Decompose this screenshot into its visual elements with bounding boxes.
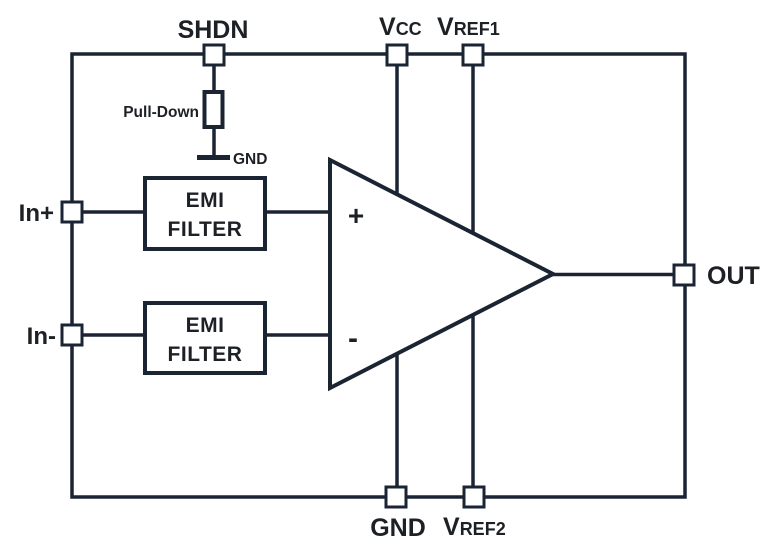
emi-filter-box-bottom [143,301,267,375]
opamp-inverting-input-label: - [348,322,358,355]
vref2-pin [462,485,486,509]
vref1-pin [461,43,485,67]
vcc-label: VCC [379,13,422,41]
out-label: OUT [707,262,760,290]
emi-filter-bottom-line1: EMI [186,314,225,337]
vref2-label-main: V [443,513,460,541]
emi-filter-top-line2: FILTER [168,218,243,241]
shdn-label: SHDN [178,16,249,44]
in-minus-pin [60,323,84,347]
opamp-triangle [328,156,558,392]
pulldown-resistor [202,90,225,129]
opamp-noninverting-input-label: + [348,200,364,231]
gnd-label: GND [370,514,426,542]
out-pin [672,263,696,287]
vcc-pin [385,43,409,67]
emi-filter-box-top [143,176,267,251]
vref1-label-sub: REF1 [454,19,500,39]
gnd-pin [384,485,408,509]
vref2-label: VREF2 [443,513,506,541]
emi-filter-bottom-line2: FILTER [168,343,243,366]
vref1-label-main: V [437,13,454,41]
vcc-label-main: V [379,13,396,41]
vref1-label: VREF1 [437,13,500,41]
vcc-label-sub: CC [396,19,422,39]
pulldown-label: Pull-Down [123,104,199,121]
in-plus-pin [60,200,84,224]
vref2-label-sub: REF2 [460,519,506,539]
in-minus-label: In- [27,323,56,350]
pulldown-gnd-label: GND [233,151,267,168]
in-plus-label: In+ [19,200,54,227]
shdn-pin [202,43,226,67]
emi-filter-top-line1: EMI [186,189,225,212]
